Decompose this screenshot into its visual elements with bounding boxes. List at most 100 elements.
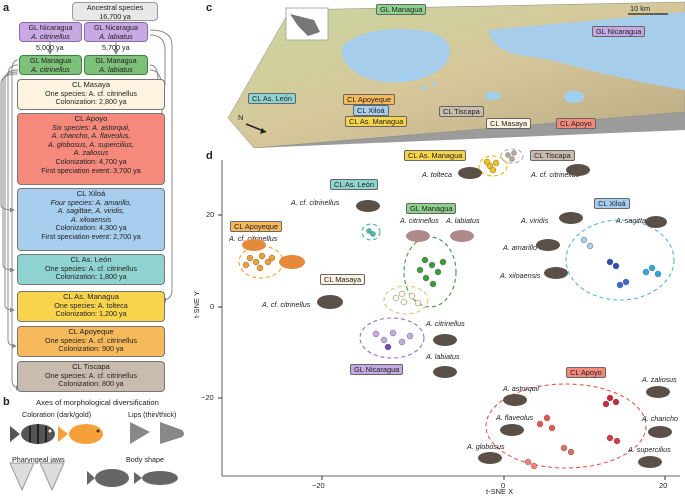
lake-box-masaya: CL Masaya One species: A. cf. citrinellu… [17, 79, 165, 110]
lake-line: A. xiloaensis [70, 214, 112, 224]
thick-lips-icon [160, 422, 184, 444]
gl-nicaragua-citrinellus-box: GL Nicaragua A. citrinellus [19, 22, 82, 42]
tsne-label-apoyo: CL Apoyo [566, 367, 606, 378]
lake-line: Colonization: 1,800 ya [55, 272, 127, 282]
ytick-20: 20 [206, 210, 215, 219]
thin-lips-icon [130, 422, 150, 444]
coloration-label: Coloration (dark/gold) [22, 410, 92, 419]
species-xiloaensis: A. xiloaensis [500, 271, 541, 280]
map-label-tiscapa: CL Tiscapa [439, 106, 484, 117]
ancestral-box: Ancestral species 16,700 ya [72, 2, 158, 21]
lake-box-xiloa: CL Xiloá Four species: A. amarillo, A. s… [17, 188, 165, 251]
crater-apoyo [564, 91, 584, 103]
xtick-neg20: −20 [312, 481, 325, 490]
lake-title: CL As. Managua [63, 292, 119, 301]
panel-c-letter: c [206, 2, 213, 14]
jaws-label: Pharyngeal jaws [12, 455, 65, 464]
crater-apoyeque [412, 69, 418, 75]
species-as-leon-citrinellus: A. cf. citrinellus [291, 198, 340, 207]
cluster-masaya [383, 285, 429, 315]
lake-line: Colonization: 1,200 ya [55, 309, 127, 319]
panel-a-letter: a [3, 2, 10, 14]
map-label-as-leon: CL As. León [248, 93, 296, 104]
morph-axes-title: Axes of morphological diversification [36, 398, 159, 407]
species-supercilius: A. supercilius [628, 445, 671, 454]
lake-line: A. chancho, A. flaveolus, [51, 131, 131, 141]
lake-managua [341, 29, 450, 83]
ytick-0: 0 [210, 302, 215, 311]
tsne-label-xiloa: CL Xiloá [594, 198, 630, 209]
lake-box-as-managua: CL As. Managua One species: A. tolteca C… [17, 291, 165, 322]
lake-line: A. sagittae, A. viridis, [57, 206, 125, 216]
x-axis-label: t-SNE X [486, 487, 514, 496]
elongate-body-icon [134, 471, 178, 485]
species-sagittae: A. sagittae [616, 216, 650, 225]
species-tiscapa-citrinellus: A. cf. citrinellus [531, 170, 580, 179]
gl-nicaragua-labiatus-box: GL Nicaragua A. labiatus [84, 22, 148, 42]
box-title: GL Managua [95, 56, 137, 65]
tsne-label-masaya: CL Masaya [320, 274, 366, 285]
tsne-label-as-managua: CL As. Managua [404, 150, 467, 161]
gl-managua-citrinellus-box: GL Managua A. citrinellus [19, 55, 82, 75]
lake-line: Colonization: 4,700 ya [55, 156, 127, 166]
lake-line: Six species: A. astorquii, [51, 122, 131, 132]
lake-box-tiscapa: CL Tiscapa One species: A. cf. citrinell… [17, 361, 165, 392]
map-label-gl-managua: GL Managua [376, 4, 427, 15]
map-label-xiloa: CL Xiloá [353, 105, 389, 116]
species-nicaragua-citrinellus: A. citrinellus [426, 319, 465, 328]
lake-title: CL Masaya [71, 80, 111, 89]
lake-line: First speciation event: 3,700 ya [41, 165, 141, 175]
lake-title: CL Apoyeque [68, 327, 114, 336]
cluster-tiscapa [500, 148, 524, 164]
lake-line: One species: A. cf. citrinellus [45, 88, 137, 98]
jaw-molariform-icon [39, 462, 65, 492]
tsne-label-gl-nicaragua: GL Nicaragua [350, 364, 404, 375]
species-viridis: A. viridis [521, 216, 549, 225]
jaw-papilliform-icon [9, 462, 35, 492]
tsne-label-as-leon: CL As. León [330, 179, 378, 190]
crater-masaya [485, 92, 501, 100]
cluster-gl-managua [403, 236, 457, 308]
box-species: A. labiatus [99, 64, 133, 74]
crater-tiscapa [432, 82, 436, 86]
box-title: GL Nicaragua [93, 23, 139, 32]
panel-d-letter: d [206, 150, 213, 162]
species-chancho: A. chancho [642, 414, 678, 423]
lips-label: Lips (thin/thick) [128, 410, 177, 419]
box-title: GL Managua [29, 56, 72, 65]
y-axis-label: t-SNE Y [192, 291, 201, 318]
cluster-as-managua [478, 155, 508, 177]
tsne-label-apoyeque: CL Apoyeque [230, 221, 283, 232]
box-species: A. citrinellus [31, 31, 70, 41]
xtick-0: 0 [501, 481, 506, 490]
ancestral-age: 16,700 ya [99, 11, 131, 21]
tsne-label-tiscapa: CL Tiscapa [530, 150, 575, 161]
tsne-label-gl-managua: GL Managua [406, 203, 457, 214]
species-flaveolus: A. flaveolus [496, 413, 534, 422]
lake-line: Colonization: 800 ya [58, 379, 124, 389]
lake-title: CL Apoyo [74, 114, 108, 123]
map-label-apoyo: CL Apoyo [556, 118, 596, 129]
lake-line: A. globosus, A. supercilius, [47, 139, 135, 149]
species-nicaragua-labiatus: A. labiatus [426, 352, 460, 361]
lake-line: One species: A. cf. citrinellus [45, 335, 137, 345]
gl-managua-labiatus-box: GL Managua A. labiatus [84, 55, 148, 75]
lake-line: One species: A. cf. citrinellus [45, 370, 137, 380]
box-species: A. citrinellus [31, 64, 70, 74]
lake-line: Colonization: 4,300 ya [55, 223, 127, 233]
north-label: N [238, 113, 244, 122]
map-label-gl-nicaragua: GL Nicaragua [592, 26, 646, 37]
cluster-gl-nicaragua [359, 317, 425, 359]
lake-box-as-leon: CL As. León One species: A. cf. citrinel… [17, 254, 165, 285]
lake-box-apoyeque: CL Apoyeque One species: A. cf. citrinel… [17, 326, 165, 357]
box-species: A. labiatus [99, 31, 133, 41]
crater-as-managua [420, 85, 426, 91]
xtick-20: 20 [659, 481, 668, 490]
lake-line: Colonization: 900 ya [58, 344, 124, 354]
morph-axes-illustrations [9, 422, 184, 492]
dark-fish-icon [10, 424, 55, 444]
map-label-apoyeque: CL Apoyeque [343, 94, 396, 105]
species-globosus: A. globosus [467, 442, 505, 451]
lake-title: CL Tiscapa [72, 362, 110, 371]
species-apoyeque-citrinellus: A. cf. citrinellus [229, 234, 278, 243]
